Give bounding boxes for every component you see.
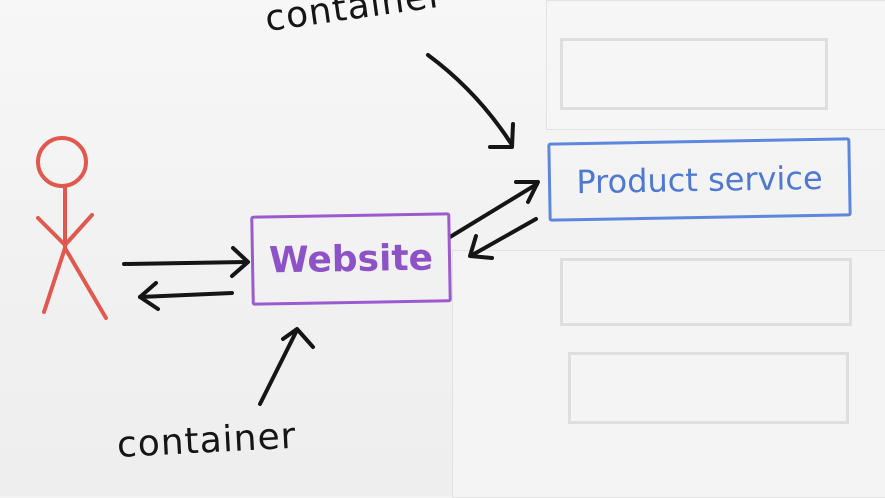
user-head <box>36 136 88 188</box>
website-box: Website <box>250 212 452 306</box>
arrow-product-service-to-website <box>468 217 538 260</box>
arrow-container-bottom-to-website <box>258 327 315 406</box>
container-label-bottom: container <box>115 415 298 466</box>
background-sheet-bottom <box>452 250 885 498</box>
arrow-website-to-product-service <box>448 180 540 239</box>
user-stick-figure <box>36 136 108 320</box>
faded-box-top <box>560 38 828 110</box>
arrow-website-to-user <box>138 281 234 311</box>
arrow-container-top-to-product-service <box>426 53 515 149</box>
website-label: Website <box>268 237 434 281</box>
faded-box-bottom <box>568 352 849 424</box>
user-right-arm <box>63 213 94 247</box>
user-left-leg <box>42 246 67 314</box>
product-service-box: Product service <box>547 137 852 222</box>
user-left-arm <box>36 216 67 247</box>
faded-box-middle <box>560 258 852 326</box>
arrow-user-to-website <box>122 246 250 278</box>
product-service-label: Product service <box>576 158 823 201</box>
user-right-leg <box>63 246 108 320</box>
